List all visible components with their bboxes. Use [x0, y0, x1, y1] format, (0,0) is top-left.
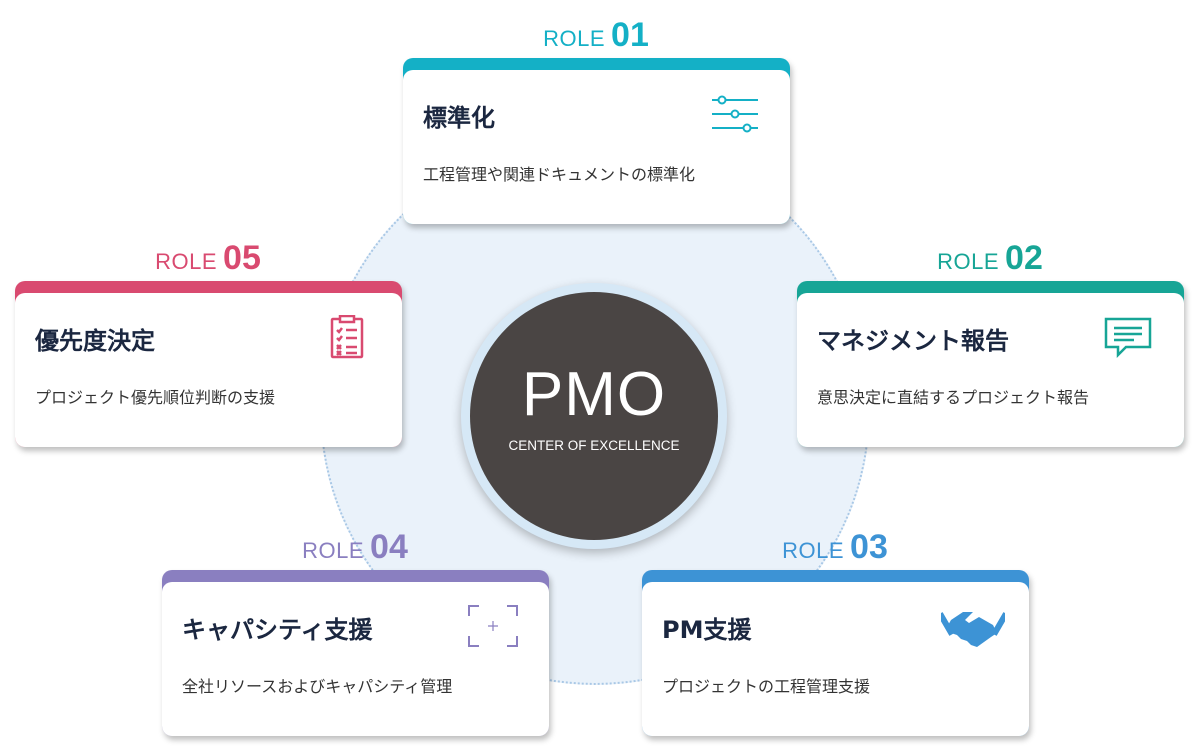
role-card-01: 標準化 工程管理や関連ドキュメントの標準化 [403, 58, 790, 224]
handshake-icon [941, 612, 1005, 647]
pmo-center: PMO CENTER OF EXCELLENCE [470, 292, 718, 540]
card-description: 全社リソースおよびキャパシティ管理 [182, 677, 453, 696]
role-word: ROLE [782, 538, 845, 563]
role-number: 02 [1005, 239, 1043, 277]
role-card-03: PM支援 プロジェクトの工程管理支援 [642, 570, 1029, 736]
card-description: 意思決定に直結するプロジェクト報告 [817, 388, 1090, 407]
card-title: 優先度決定 [35, 327, 155, 355]
role-number: 05 [223, 239, 261, 277]
role-number: 01 [611, 16, 649, 54]
pmo-subtitle: CENTER OF EXCELLENCE [508, 438, 680, 453]
card-title: 標準化 [423, 104, 495, 132]
chat-report-icon [1104, 317, 1152, 359]
role-number: 04 [370, 528, 408, 566]
role-word: ROLE [543, 26, 606, 51]
card-description: 工程管理や関連ドキュメントの標準化 [423, 165, 696, 184]
pmo-title: PMO [521, 360, 667, 429]
card-title: マネジメント報告 [817, 327, 1009, 355]
role-card-05: 優先度決定 プロジェクト優先順位判断の支援 [15, 281, 402, 447]
sliders-icon [712, 95, 758, 133]
clipboard-checklist-icon [330, 315, 364, 359]
role-card-04: キャパシティ支援 全社リソースおよびキャパシティ管理 [162, 570, 549, 736]
role-word: ROLE [937, 249, 1000, 274]
capacity-frame-icon [468, 605, 518, 647]
card-description: プロジェクト優先順位判断の支援 [35, 388, 276, 407]
card-title: PM支援 [662, 616, 752, 644]
role-card-02: マネジメント報告 意思決定に直結するプロジェクト報告 [797, 281, 1184, 447]
role-number: 03 [850, 528, 888, 566]
card-title: キャパシティ支援 [182, 616, 373, 644]
role-word: ROLE [302, 538, 365, 563]
card-description: プロジェクトの工程管理支援 [662, 677, 871, 696]
role-word: ROLE [155, 249, 218, 274]
